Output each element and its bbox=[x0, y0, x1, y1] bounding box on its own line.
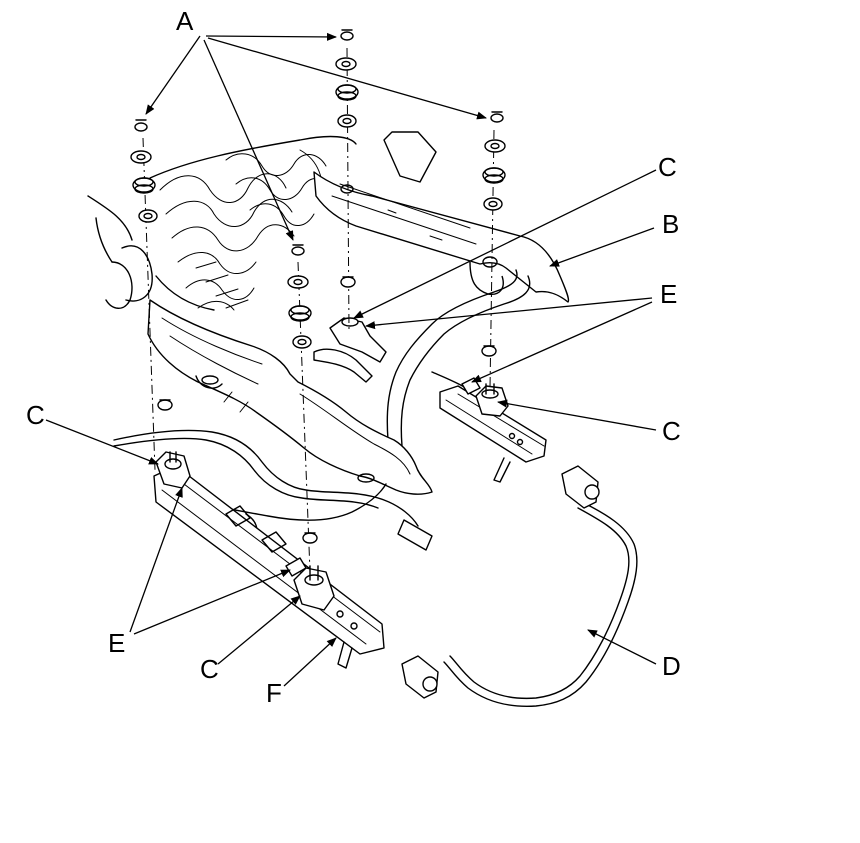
callout-f: F bbox=[266, 678, 282, 708]
callout-c-right: C bbox=[662, 416, 681, 446]
seat-frame-b bbox=[313, 171, 570, 467]
fastener-stack-right bbox=[481, 111, 506, 357]
callout-labels: A C B E C C E C F D bbox=[26, 6, 681, 708]
seat-cushion-springs bbox=[87, 131, 437, 311]
callout-a: A bbox=[176, 6, 194, 36]
wire-harness bbox=[113, 371, 467, 551]
leader-lines bbox=[45, 32, 657, 687]
seat-rail-left bbox=[153, 451, 385, 669]
callout-d: D bbox=[662, 651, 681, 681]
fastener-stack-top bbox=[335, 29, 359, 288]
fastener-stacks bbox=[130, 29, 506, 573]
callout-e-left: E bbox=[108, 628, 125, 658]
callout-c-left: C bbox=[26, 400, 45, 430]
callout-b: B bbox=[662, 209, 679, 239]
callout-c-bottom: C bbox=[200, 654, 219, 684]
front-frame bbox=[147, 299, 433, 495]
seat-rail-right bbox=[313, 317, 547, 483]
fastener-stack-middle bbox=[287, 244, 318, 544]
callout-c-top: C bbox=[658, 152, 677, 182]
release-cable-d bbox=[401, 465, 638, 708]
fastener-stack-left bbox=[130, 119, 173, 411]
callout-e-right: E bbox=[660, 279, 677, 309]
